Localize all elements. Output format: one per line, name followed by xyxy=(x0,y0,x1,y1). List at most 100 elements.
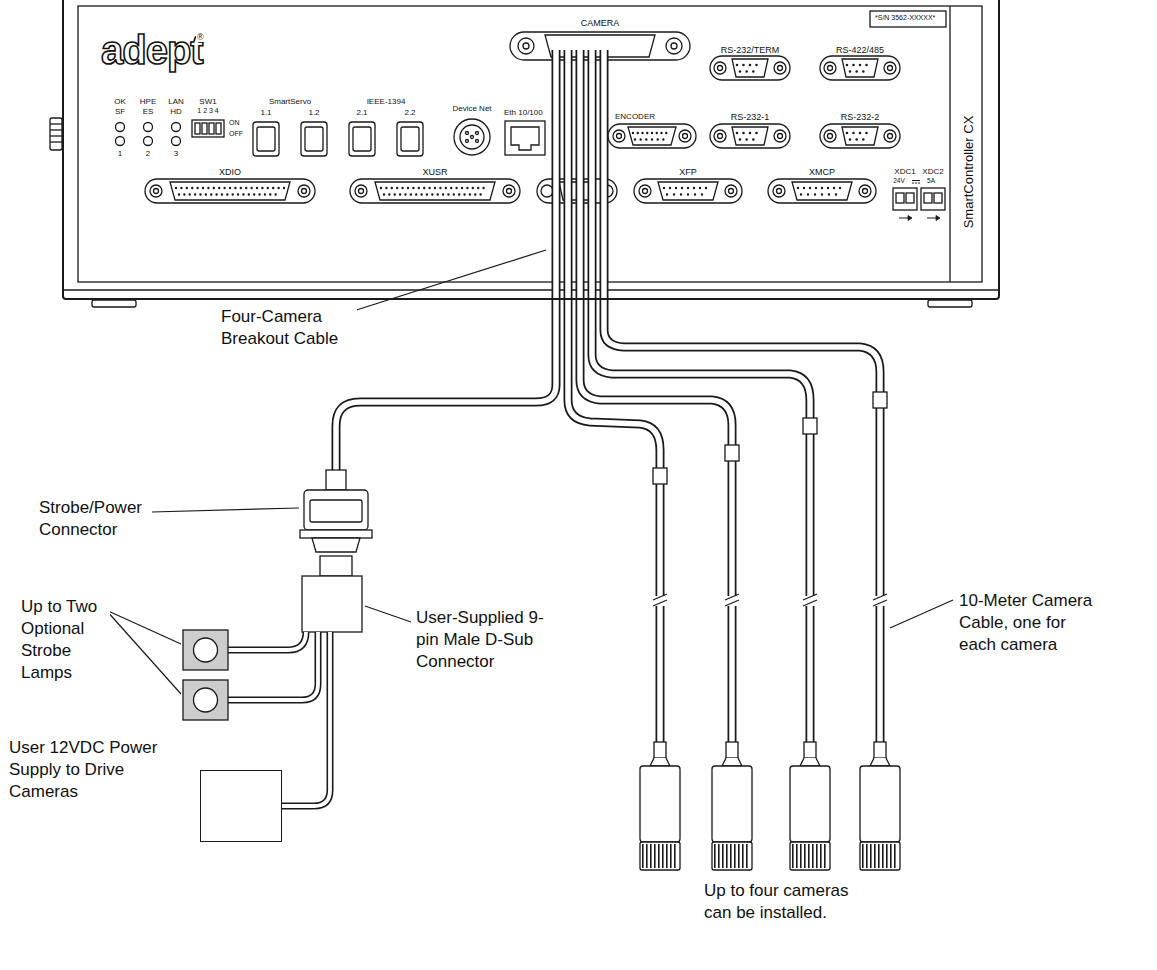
dsub-connector xyxy=(350,179,520,203)
power-terminal xyxy=(912,180,920,181)
dsub-connector xyxy=(683,134,688,139)
power-terminal xyxy=(921,188,945,210)
power-terminal xyxy=(896,193,904,203)
strobe-connector xyxy=(326,470,346,490)
dsub-connector xyxy=(828,134,833,139)
dsub-connector xyxy=(824,130,836,142)
leader-line xyxy=(106,250,953,694)
dsub-connector xyxy=(863,189,868,194)
camera xyxy=(712,766,752,842)
port-label: Eth 10/100 xyxy=(503,108,544,117)
dip-switch xyxy=(216,123,221,134)
devicenet-port xyxy=(454,119,490,155)
dsub-connector xyxy=(710,56,790,80)
dip-switch xyxy=(192,120,224,137)
controller-housing xyxy=(50,129,62,130)
camera xyxy=(800,758,820,766)
dsub-connector xyxy=(792,182,852,200)
port-label: XDC2 xyxy=(921,167,944,176)
camera xyxy=(862,844,898,868)
user-connector xyxy=(302,576,362,632)
brand-logo: adept xyxy=(100,30,204,70)
camera xyxy=(725,445,739,461)
power-terminal xyxy=(908,216,912,221)
dsub-connector xyxy=(150,185,162,197)
port-label: RS-232-2 xyxy=(840,112,881,122)
port-label: RS-232-1 xyxy=(730,112,771,122)
port-label: IEEE-1394 xyxy=(366,97,407,106)
dsub-connector xyxy=(643,189,648,194)
camera xyxy=(726,742,738,758)
leader-line xyxy=(890,600,953,628)
lamp-wire xyxy=(228,632,306,650)
port-label: XDIO xyxy=(218,167,242,177)
dsub-connector xyxy=(768,179,876,203)
port-number: 1.1 xyxy=(259,108,272,117)
controller-housing xyxy=(50,0,1000,307)
strobe-connector xyxy=(304,490,368,530)
callout-label: Up to Two Optional Strobe Lamps xyxy=(20,596,110,684)
led-indicator xyxy=(116,137,125,146)
dsub-connector xyxy=(355,185,367,197)
port-number: 2.1 xyxy=(355,108,368,117)
ieee1394-port xyxy=(349,122,423,156)
devicenet-port xyxy=(466,132,469,135)
dsub-connector xyxy=(679,130,691,142)
devicenet-port xyxy=(476,132,479,135)
dip-switch xyxy=(202,123,207,134)
devicenet-port xyxy=(476,140,479,143)
node-text: User 12VDC Power Supply to Drive Cameras xyxy=(9,737,179,803)
dsub-connector xyxy=(718,134,723,139)
leader-line xyxy=(365,606,411,622)
ieee1394-port xyxy=(353,127,371,151)
dsub-connector xyxy=(635,138,669,140)
strobe-connector xyxy=(310,500,362,522)
camera xyxy=(653,594,667,606)
serial-number: *S/N 3562-XXXXX* xyxy=(874,14,936,22)
leader-line xyxy=(152,508,299,512)
controller-housing xyxy=(50,118,62,150)
dsub-connector xyxy=(820,124,900,148)
led-label: HPE xyxy=(139,97,157,106)
camera xyxy=(870,758,890,766)
led-number: 2 xyxy=(145,149,151,158)
dsub-connector xyxy=(541,185,553,197)
breakout-cable xyxy=(604,50,880,742)
dsub-connector xyxy=(613,130,625,142)
camera xyxy=(803,418,817,434)
strobe-lamp xyxy=(194,688,218,712)
power-terminal xyxy=(934,193,942,203)
controller-housing xyxy=(92,300,136,307)
dsub-connector xyxy=(176,187,284,189)
switch-number: 1 2 3 4 xyxy=(196,107,219,115)
led-indicator xyxy=(172,137,181,146)
camera xyxy=(714,844,750,868)
user-connector xyxy=(302,556,362,632)
camera xyxy=(640,766,680,842)
dsub-connector xyxy=(888,66,893,71)
camera xyxy=(803,594,817,606)
dsub-connector xyxy=(888,134,893,139)
dsub-connector xyxy=(302,189,307,194)
switch-state: OFF xyxy=(228,130,244,138)
breakout-cable xyxy=(336,50,556,472)
dsub-connector xyxy=(847,132,873,135)
strobe-lamp xyxy=(194,638,218,662)
led-indicator xyxy=(116,123,125,132)
dsub-connector xyxy=(523,43,529,49)
breakout-cable xyxy=(604,50,880,742)
switch-label: SW1 xyxy=(198,97,217,106)
dsub-connector xyxy=(718,66,723,71)
camera xyxy=(860,842,900,870)
controller-housing xyxy=(928,300,972,307)
camera xyxy=(792,844,828,868)
user-connector xyxy=(320,556,352,576)
dsub-connector xyxy=(820,56,900,80)
dsub-connector xyxy=(725,185,737,197)
power-rating: 24V xyxy=(892,177,906,184)
dsub-connector xyxy=(859,185,871,197)
note-label: Up to four cameras can be installed. xyxy=(703,880,875,924)
dsub-connector xyxy=(824,62,836,74)
led-number: 1 xyxy=(117,149,123,158)
